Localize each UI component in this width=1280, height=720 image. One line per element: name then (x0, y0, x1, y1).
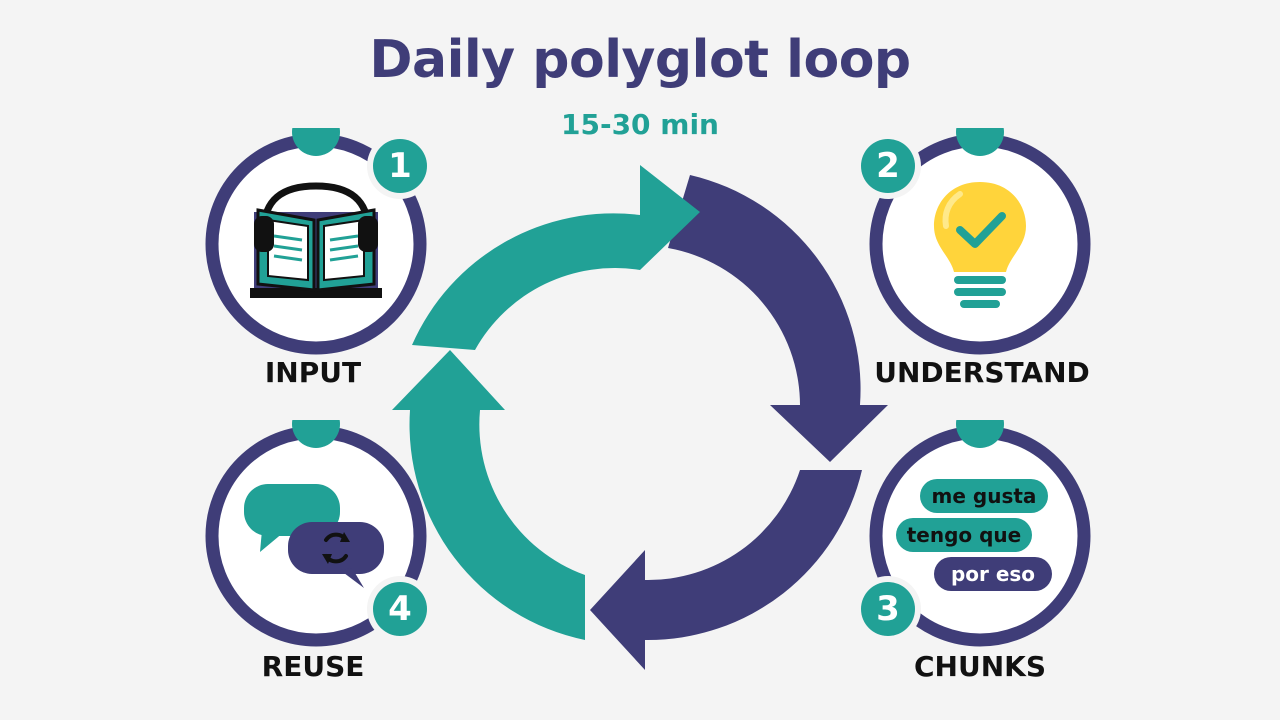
stage-chunks: me gusta tengo que por eso 3 (861, 420, 1096, 652)
phrase-chip: por eso (934, 557, 1052, 591)
cycle-arrow-reuse (392, 350, 585, 640)
cycle-arrow-chunks (590, 470, 862, 670)
stage-number-badge: 1 (373, 139, 427, 193)
page-title: Daily polyglot loop (369, 30, 911, 90)
cycle-arrow-input (412, 165, 700, 350)
book-headphones-icon (250, 182, 382, 298)
stage-reuse: 4 (200, 420, 432, 652)
stage-label-chunks: CHUNKS (913, 650, 1046, 683)
stage-label-understand: UNDERSTAND (874, 356, 1090, 389)
phrase-chip: tengo que (896, 518, 1032, 552)
lightbulb-check-icon (934, 182, 1026, 308)
stage-understand: 2 (861, 128, 1096, 360)
cycle-arrow-understand (668, 175, 888, 462)
phrase-chip: me gusta (920, 479, 1048, 513)
stage-number-badge: 2 (861, 139, 915, 193)
stage-number-badge: 4 (373, 582, 427, 636)
stage-number-badge: 3 (861, 582, 915, 636)
page-subtitle: 15-30 min (560, 108, 719, 141)
stage-label-input: INPUT (264, 356, 362, 389)
stage-label-reuse: REUSE (261, 650, 365, 683)
speech-bubbles-refresh-icon (244, 484, 384, 588)
stage-input: 1 (200, 128, 432, 360)
